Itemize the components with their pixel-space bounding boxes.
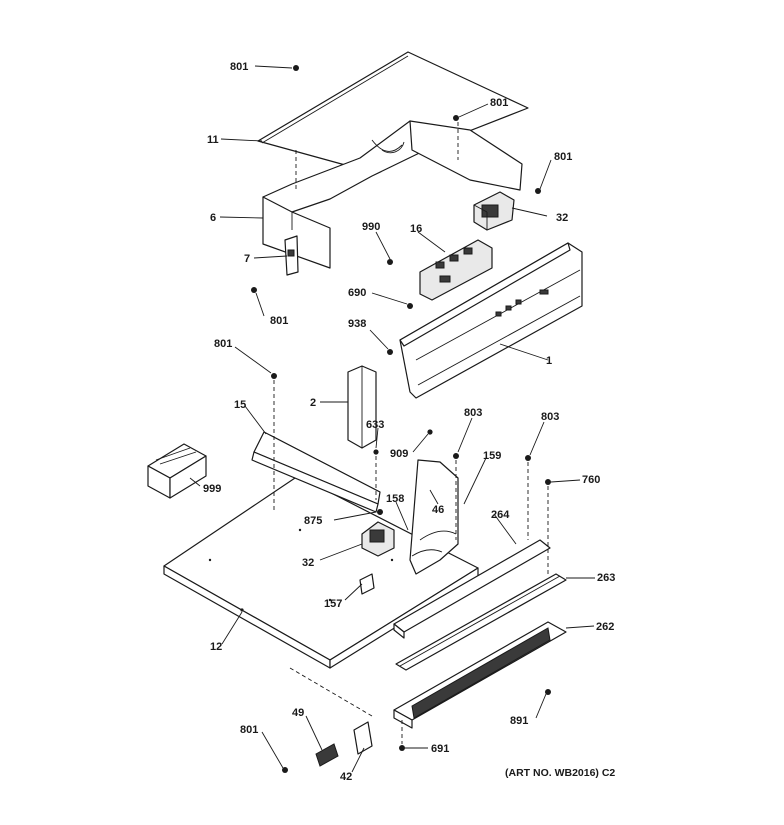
art-number-caption: (ART NO. WB2016) C2 [505, 767, 615, 779]
electronic-control-board [419, 239, 493, 301]
callout-801-top: 801 [230, 61, 248, 73]
callout-803-b: 803 [541, 411, 559, 423]
callout-11: 11 [207, 134, 219, 146]
callout-264: 264 [491, 509, 510, 521]
vent-trim-strip [395, 573, 567, 671]
control-panel-backsplash [399, 242, 583, 399]
callout-633: 633 [366, 419, 384, 431]
callout-157: 157 [324, 598, 342, 610]
support-rail [251, 431, 381, 513]
front-vent-grille [393, 621, 567, 729]
callout-32-top: 32 [556, 212, 568, 224]
top-cover-panel [257, 51, 529, 172]
callout-7: 7 [244, 253, 250, 265]
callout-46: 46 [432, 504, 444, 516]
heat-deflector-shield [409, 459, 459, 575]
callout-49: 49 [292, 707, 304, 719]
callout-32-bottom: 32 [302, 557, 314, 569]
callout-801-bottom: 801 [240, 724, 258, 736]
callout-16: 16 [410, 223, 422, 235]
callout-801-right: 801 [554, 151, 572, 163]
callout-691: 691 [431, 743, 449, 755]
callout-999: 999 [203, 483, 221, 495]
callout-938: 938 [348, 318, 366, 330]
callout-1: 1 [546, 355, 552, 367]
callout-158: 158 [386, 493, 404, 505]
callout-801-left-mid: 801 [270, 315, 288, 327]
support-bracket [284, 235, 299, 276]
callout-2: 2 [310, 397, 316, 409]
callout-690: 690 [348, 287, 366, 299]
control-box-housing [262, 120, 523, 269]
callout-803-a: 803 [464, 407, 482, 419]
callout-12: 12 [210, 641, 222, 653]
callout-6: 6 [210, 212, 216, 224]
callout-891: 891 [510, 715, 528, 727]
callout-801-upper-right: 801 [490, 97, 508, 109]
callout-990: 990 [362, 221, 380, 233]
assembly-lines [273, 380, 549, 744]
screws [251, 65, 551, 773]
callout-labels: 801 11 801 801 32 6 990 16 7 801 690 938… [203, 61, 615, 783]
mounting-clip [359, 573, 375, 595]
callout-15: 15 [234, 399, 246, 411]
callout-263: 263 [597, 572, 615, 584]
front-trim-strip [393, 539, 551, 639]
callout-909: 909 [390, 448, 408, 460]
relay-switch-lower [361, 521, 395, 557]
side-trim-piece [347, 365, 377, 449]
callout-801-mid: 801 [214, 338, 232, 350]
vent-cover-plate [315, 721, 373, 767]
leader-lines [189, 65, 595, 773]
callout-42: 42 [340, 771, 352, 783]
callout-159: 159 [483, 450, 501, 462]
terminal-block-box [147, 443, 207, 499]
relay-switch-upper [473, 191, 515, 231]
callout-760: 760 [582, 474, 600, 486]
callout-262: 262 [596, 621, 614, 633]
callout-875: 875 [304, 515, 322, 527]
